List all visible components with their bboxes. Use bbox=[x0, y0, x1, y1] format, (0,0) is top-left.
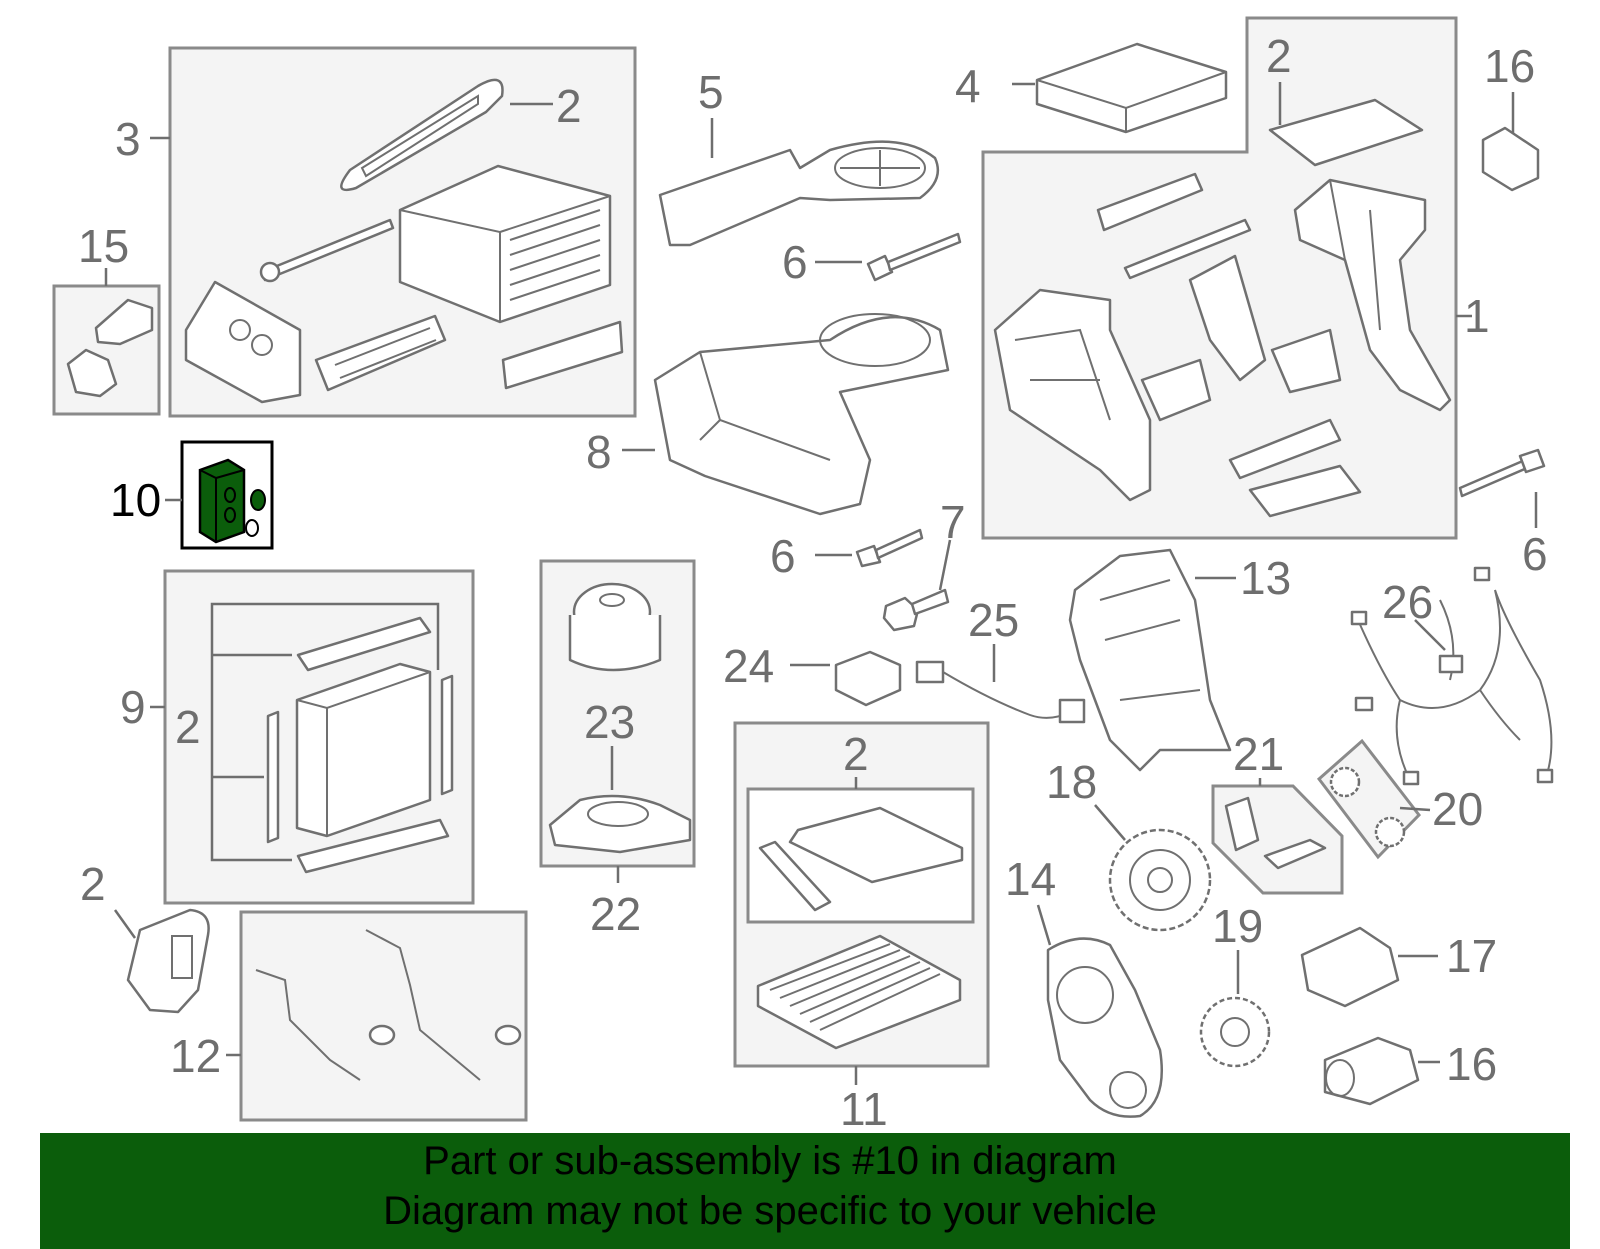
part-19-gear bbox=[1199, 996, 1271, 1068]
callout-6-top: 6 bbox=[782, 236, 808, 288]
part-21-items bbox=[1224, 796, 1327, 870]
footer-line-1: Part or sub-assembly is #10 in diagram bbox=[423, 1139, 1117, 1183]
footer-banner: Part or sub-assembly is #10 in diagram D… bbox=[40, 1133, 1570, 1249]
callout-26: 26 bbox=[1382, 576, 1433, 628]
footer-line-2: Diagram may not be specific to your vehi… bbox=[383, 1189, 1157, 1233]
callout-6-right: 6 bbox=[1522, 528, 1548, 580]
part-23-blower-motor bbox=[568, 582, 662, 672]
leader-lines bbox=[104, 82, 1538, 1085]
callout-7: 7 bbox=[940, 496, 966, 548]
part-7-screw bbox=[882, 588, 950, 632]
callout-18: 18 bbox=[1046, 756, 1097, 808]
part-13-case-half bbox=[1068, 548, 1232, 772]
part-1-case-left bbox=[993, 288, 1152, 502]
part-3-seal bbox=[340, 78, 504, 192]
callout-12: 12 bbox=[170, 1030, 221, 1082]
part-14-cover bbox=[1046, 937, 1164, 1118]
part-10-expansion-valve[interactable] bbox=[198, 458, 266, 544]
part-17-actuator bbox=[1300, 926, 1400, 1008]
callout-22: 22 bbox=[590, 888, 641, 940]
callout-19: 19 bbox=[1212, 900, 1263, 952]
part-9-seals bbox=[266, 616, 454, 874]
part-3-door bbox=[314, 314, 447, 392]
part-26-wiring-harness bbox=[1350, 566, 1554, 786]
callout-1: 1 bbox=[1464, 290, 1490, 342]
part-15-actuator bbox=[66, 298, 154, 398]
part-11-heater-core bbox=[756, 934, 962, 1050]
callout-2-right: 2 bbox=[1266, 30, 1292, 82]
part-25-sensor bbox=[915, 660, 1086, 724]
callout-21: 21 bbox=[1233, 728, 1284, 780]
callout-24: 24 bbox=[723, 640, 774, 692]
part-1-case-right bbox=[1293, 178, 1452, 412]
callout-17: 17 bbox=[1446, 930, 1497, 982]
group-box-12 bbox=[239, 910, 528, 1122]
callout-11: 11 bbox=[840, 1083, 888, 1135]
part-12-refrigerant-pipes bbox=[255, 929, 522, 1081]
callout-10[interactable]: 10 bbox=[110, 474, 161, 526]
part-18-gear bbox=[1108, 828, 1212, 932]
part-3-bracket bbox=[184, 280, 302, 404]
callout-2-group9: 2 bbox=[175, 701, 201, 753]
part-8-lower-case bbox=[653, 313, 950, 516]
part-3-rod bbox=[259, 218, 395, 283]
callout-15: 15 bbox=[78, 220, 129, 272]
part-20-gears bbox=[1329, 766, 1406, 848]
callout-23: 23 bbox=[584, 696, 635, 748]
callout-13: 13 bbox=[1240, 552, 1291, 604]
callout-16-top: 16 bbox=[1484, 40, 1535, 92]
part-5-duct bbox=[658, 140, 940, 247]
part-2-seal-lower bbox=[126, 908, 210, 1014]
part-4-cabin-filter bbox=[1035, 42, 1228, 134]
part-3-housing bbox=[398, 164, 612, 324]
callout-5: 5 bbox=[698, 66, 724, 118]
callout-8: 8 bbox=[586, 426, 612, 478]
part-9-evaporator bbox=[295, 662, 432, 838]
callout-2-group11: 2 bbox=[843, 728, 869, 780]
callout-9: 9 bbox=[120, 681, 146, 733]
callout-2-top: 2 bbox=[556, 80, 582, 132]
callout-20: 20 bbox=[1432, 783, 1483, 835]
part-22-motor-mount bbox=[548, 794, 692, 854]
part-6-bolt-b bbox=[855, 528, 924, 568]
callout-2-lower: 2 bbox=[80, 858, 106, 910]
callout-4: 4 bbox=[955, 60, 981, 112]
part-6-bolt-c bbox=[1458, 448, 1546, 498]
part-1-doors bbox=[1096, 172, 1342, 422]
part-24-control-module bbox=[834, 650, 902, 707]
part-1-dampers bbox=[1228, 98, 1424, 518]
callout-6-mid: 6 bbox=[770, 530, 796, 582]
callout-16-lower: 16 bbox=[1446, 1038, 1497, 1090]
part-16-actuator-top bbox=[1481, 126, 1540, 192]
part-11-seals bbox=[758, 806, 964, 912]
part-3-filter bbox=[501, 320, 624, 390]
part-16-actuator-lower bbox=[1323, 1036, 1420, 1106]
callout-25: 25 bbox=[968, 594, 1019, 646]
part-6-bolt-a bbox=[866, 232, 962, 282]
callout-14: 14 bbox=[1005, 853, 1056, 905]
callout-3: 3 bbox=[115, 113, 141, 165]
